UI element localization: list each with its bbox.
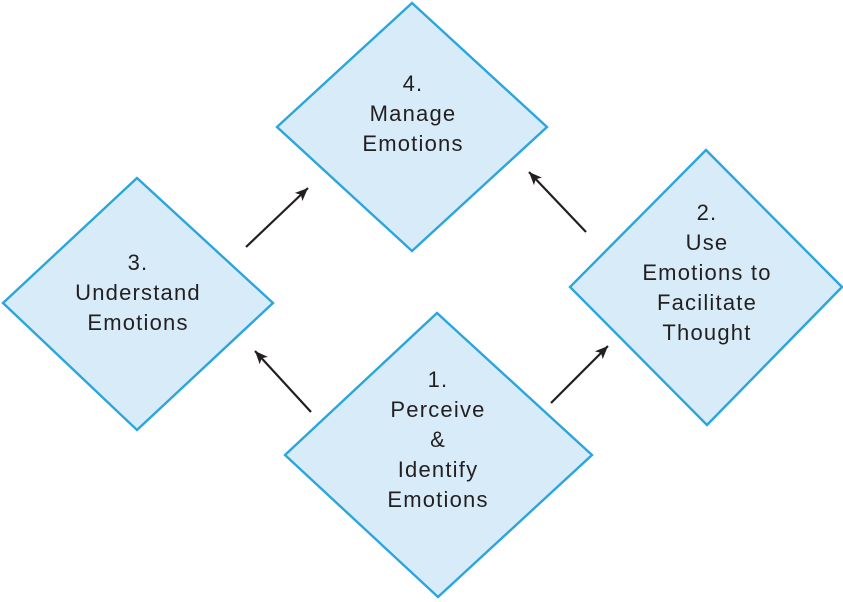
arrow-understand-to-manage <box>245 187 309 248</box>
arrow-perceive-to-understand <box>254 350 312 413</box>
arrow-perceive-to-use <box>550 345 609 404</box>
diamond-node-perceive-identify-emotions <box>283 311 594 599</box>
diamond-node-manage-emotions <box>275 1 549 253</box>
arrow-use-to-manage <box>528 171 587 233</box>
diamond-node-understand-emotions <box>1 176 275 432</box>
diamond-node-use-emotions-facilitate-thought <box>568 148 843 427</box>
